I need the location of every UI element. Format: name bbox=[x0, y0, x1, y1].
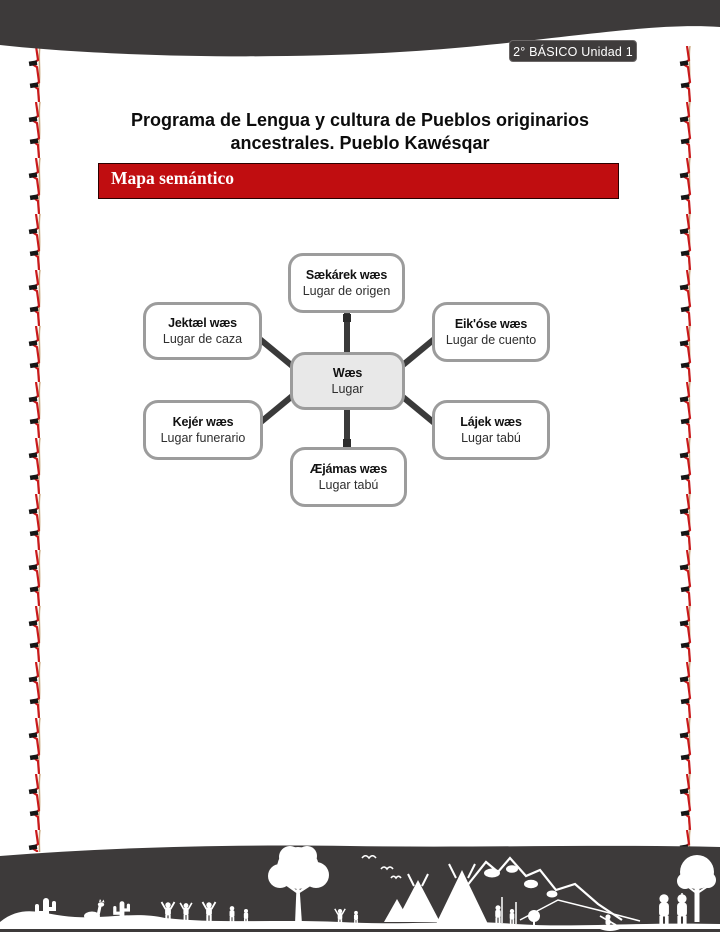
page-title-line2: ancestrales. Pueblo Kawésqar bbox=[230, 133, 490, 153]
node-meaning: Lugar funerario bbox=[160, 431, 246, 445]
node-term: Jektæl wæs bbox=[168, 315, 237, 330]
diagram-node-center: Wæs Lugar bbox=[290, 352, 405, 410]
diagram-node-upper-left: Jektæl wæs Lugar de caza bbox=[143, 302, 262, 360]
node-meaning: Lugar de caza bbox=[162, 332, 243, 346]
semantic-map-diagram: Sækárek wæs Lugar de origen Jektæl wæs L… bbox=[0, 230, 720, 530]
grade-unit-badge: 2° BÁSICO Unidad 1 bbox=[509, 40, 637, 62]
section-header-bar: Mapa semántico bbox=[98, 163, 619, 199]
diagram-node-lower-right: Lájek wæs Lugar tabú bbox=[432, 400, 550, 460]
node-meaning: Lugar de cuento bbox=[445, 333, 537, 347]
diagram-node-top: Sækárek wæs Lugar de origen bbox=[288, 253, 405, 313]
diagram-node-lower-left: Kejér wæs Lugar funerario bbox=[143, 400, 263, 460]
diagram-node-bottom: Æjámas wæs Lugar tabú bbox=[290, 447, 407, 507]
page-title: Programa de Lengua y cultura de Pueblos … bbox=[0, 109, 720, 155]
top-band-shape bbox=[0, 0, 720, 57]
node-term: Wæs bbox=[332, 365, 363, 380]
section-title: Mapa semántico bbox=[111, 168, 234, 188]
node-term: Æjámas wæs bbox=[309, 461, 388, 476]
node-meaning: Lugar tabú bbox=[318, 478, 379, 492]
node-meaning: Lugar tabú bbox=[461, 431, 521, 445]
node-meaning: Lugar bbox=[331, 382, 364, 396]
diagram-node-upper-right: Eik'óse wæs Lugar de cuento bbox=[432, 302, 550, 362]
page-title-line1: Programa de Lengua y cultura de Pueblos … bbox=[130, 110, 590, 130]
right-ribbon-icon bbox=[677, 46, 703, 852]
footer-silhouette-art bbox=[0, 845, 720, 932]
node-term: Lájek wæs bbox=[460, 414, 522, 429]
node-term: Kejér wæs bbox=[172, 414, 234, 429]
left-ribbon-icon bbox=[25, 46, 51, 852]
node-term: Sækárek wæs bbox=[305, 267, 388, 282]
node-term: Eik'óse wæs bbox=[454, 316, 528, 331]
node-meaning: Lugar de origen bbox=[302, 284, 391, 298]
